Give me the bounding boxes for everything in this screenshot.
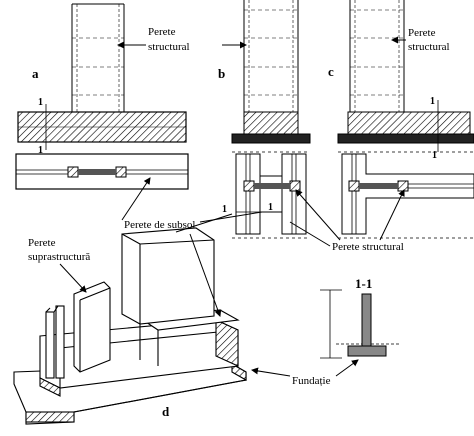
panel-label-a: a [32,66,39,81]
isometric-d [13,227,247,425]
panel-label-c: c [328,64,334,79]
panel-a: 1 1 a [15,3,189,190]
svg-text:structural: structural [148,41,190,53]
foundation-elevation-c [337,133,474,144]
panel-label-d: d [162,404,170,419]
svg-text:Perete: Perete [408,27,436,39]
svg-text:Perete de subsol: Perete de subsol [124,219,195,231]
svg-text:1-1: 1-1 [355,276,372,291]
section-mark-4: 1 [268,202,273,213]
section-1-1: 1-1 [320,276,400,359]
section-mark-3: 1 [222,204,227,215]
foundation-elevation-b [231,133,311,144]
panel-b: b 1 1 [218,0,311,239]
column-a [71,3,125,112]
column-c [349,0,405,112]
section-mark-5: 1 [430,96,435,107]
svg-text:Perete: Perete [148,26,176,38]
callout-fundatie: Fundație [251,359,359,387]
callout-perete-suprastructura: Perete suprastructură [28,237,90,293]
panel-c: 1 1 c [328,0,474,239]
wall-elevation-c [347,111,471,135]
plan-c [338,151,474,239]
panel-label-b: b [218,66,225,81]
section-mark-2: 1 [38,145,43,156]
svg-text:suprastructură: suprastructură [28,251,90,263]
section-mark-6: 1 [432,150,437,161]
svg-text:Perete: Perete [28,237,56,249]
plan-b: 1 1 [222,151,310,239]
plan-a [15,153,189,190]
callout-perete-structural-mid: Perete structural [289,189,405,253]
svg-text:Fundație: Fundație [292,375,331,387]
section-mark-1: 1 [38,97,43,108]
column-b [243,0,299,135]
callout-perete-structural-top: Perete structural [117,26,247,53]
svg-text:Perete structural: Perete structural [332,241,404,253]
svg-text:structural: structural [408,41,450,53]
callout-perete-de-subsol: Perete de subsol [121,177,263,317]
callout-perete-structural-c: Perete structural [391,27,450,53]
